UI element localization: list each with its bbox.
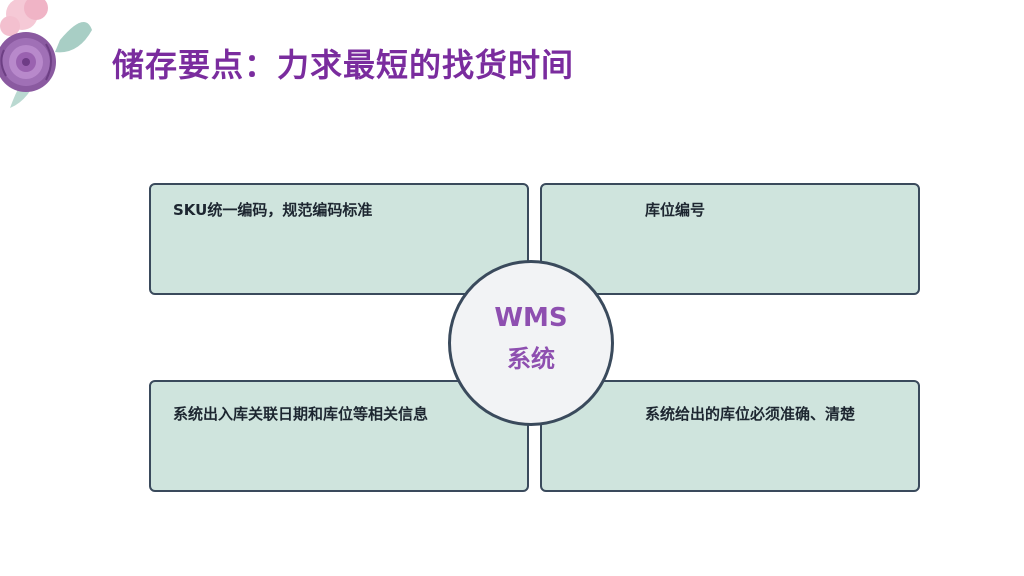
box-top-left: SKU统一编码，规范编码标准: [149, 183, 529, 295]
flower-icon: [0, 0, 100, 110]
box-bottom-right: 系统给出的库位必须准确、清楚: [540, 380, 920, 492]
box-bottom-right-text: 系统给出的库位必须准确、清楚: [645, 403, 855, 424]
center-label-line1: WMS: [451, 303, 611, 333]
box-top-right-text: 库位编号: [645, 199, 705, 220]
center-wms-circle: WMS 系统: [448, 260, 614, 426]
box-top-right: 库位编号: [540, 183, 920, 295]
center-label-line2: 系统: [451, 339, 611, 374]
box-bottom-left-text: 系统出入库关联日期和库位等相关信息: [173, 403, 428, 424]
box-top-left-text: SKU统一编码，规范编码标准: [173, 199, 372, 220]
slide-title: 储存要点：力求最短的找货时间: [112, 40, 574, 86]
